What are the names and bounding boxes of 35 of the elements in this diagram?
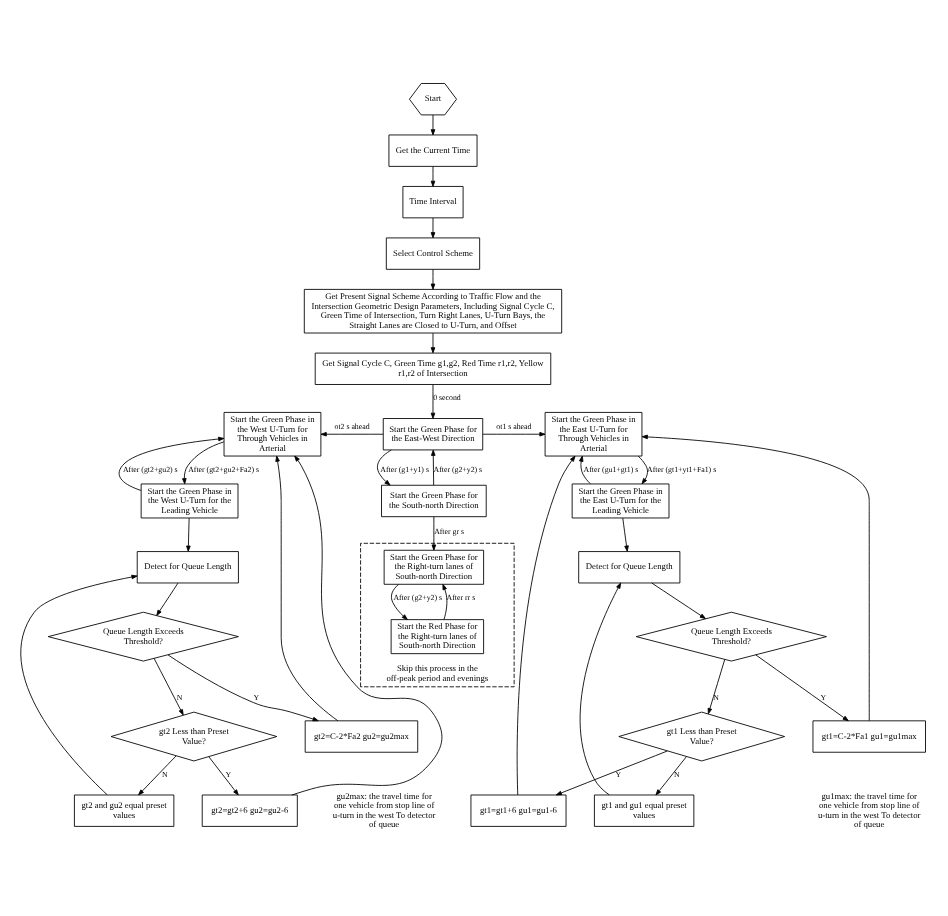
arrow [20,574,138,796]
arrow [156,582,179,616]
arrow [431,449,436,486]
arrow [182,441,225,485]
arrow [391,584,408,620]
arrow [755,654,849,722]
arrow [118,436,225,491]
arrow [138,755,177,796]
arrow [431,516,437,551]
arrow [579,582,622,796]
arrow [516,455,576,796]
arrow [430,114,436,136]
arrow [482,431,546,437]
arrow [377,449,392,486]
arrow [622,517,629,552]
arrow [430,332,436,354]
arrow [291,455,443,796]
arrow [707,659,726,715]
arrow [186,517,191,552]
arrow [430,166,436,187]
arrow [275,455,339,722]
arrow [430,217,436,239]
arrow [320,431,384,437]
arrow [555,750,668,796]
arrow [651,582,706,619]
arrow [430,384,436,419]
arrow [578,455,591,485]
arrow [655,756,687,796]
arrow [208,756,239,796]
arrow [641,434,870,722]
arrow [153,657,184,716]
arrow [637,455,648,485]
arrow [167,654,319,722]
arrow [430,269,436,290]
arrow [442,583,448,620]
